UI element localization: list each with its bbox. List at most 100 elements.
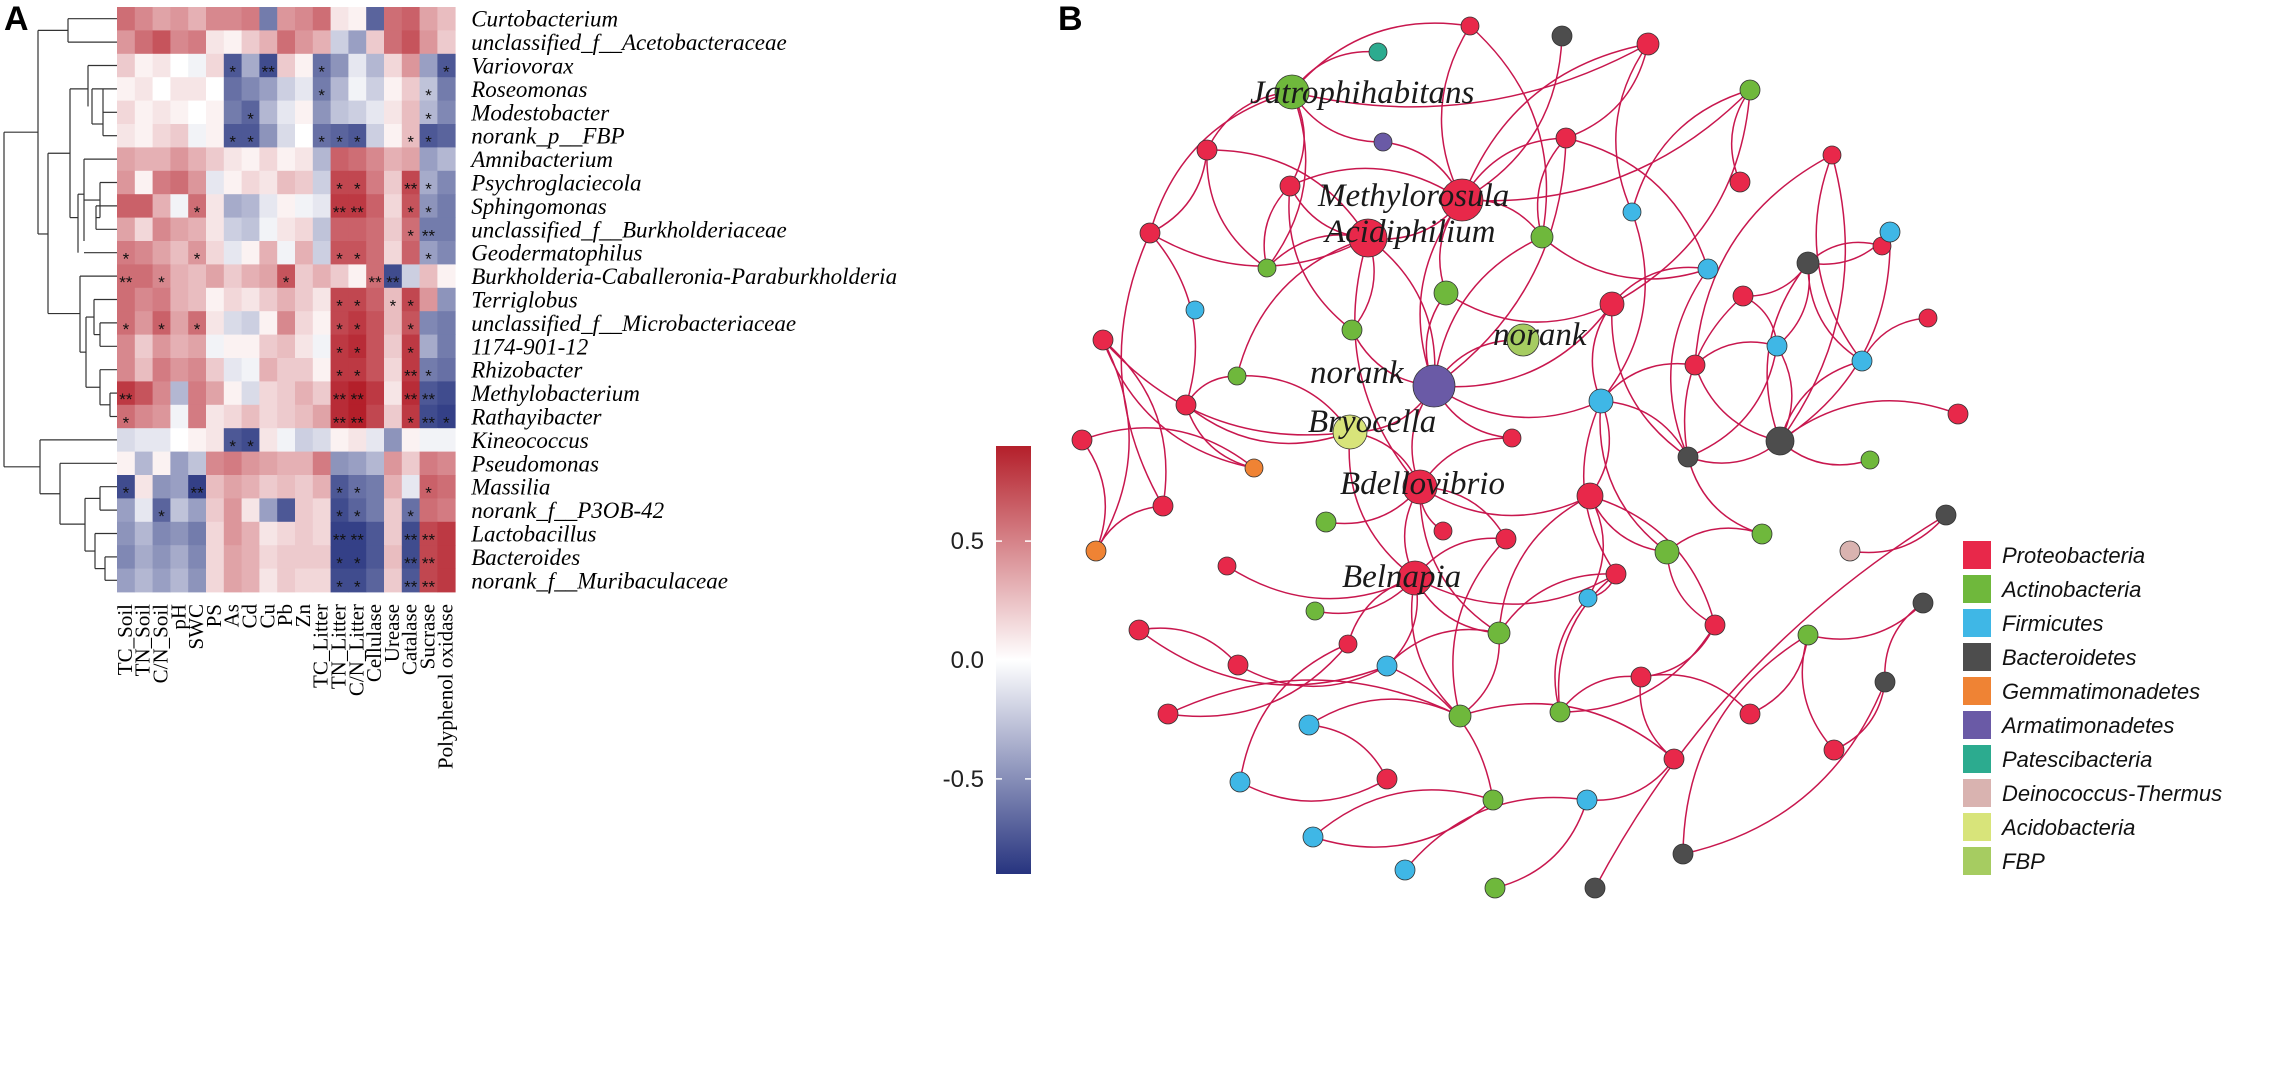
heatmap-cell [152, 475, 171, 499]
significance-star: ** [404, 390, 418, 409]
heatmap-cell [117, 170, 136, 195]
network-edge [1102, 339, 1255, 469]
heatmap-cell [259, 100, 278, 125]
heatmap-cell [419, 77, 438, 101]
heatmap-cell [188, 264, 207, 289]
row-label: Curtobacterium [471, 7, 618, 32]
legend-swatch [1963, 677, 1991, 705]
network-node [1605, 563, 1627, 585]
significance-star: * [443, 63, 450, 82]
heatmap-cell [259, 428, 278, 452]
legend-swatch [1963, 643, 1991, 671]
phylum-legend: ProteobacteriaActinobacteriaFirmicutesBa… [1963, 541, 2222, 875]
network-edge [1263, 185, 1291, 269]
network-node [1448, 704, 1472, 728]
heatmap-cell [117, 311, 136, 335]
row-label: unclassified_f__Burkholderiaceae [471, 217, 787, 242]
heatmap-cell [312, 498, 331, 523]
heatmap-cell [134, 77, 153, 101]
heatmap-cell [152, 451, 171, 476]
network-node [1874, 671, 1896, 693]
heatmap-cell [401, 147, 420, 172]
heatmap-cell [384, 241, 403, 265]
heatmap-cell [419, 100, 438, 125]
heatmap-cell [295, 568, 314, 593]
heatmap-cell [170, 100, 189, 125]
heatmap-cell [366, 30, 385, 55]
heatmap-cell [401, 381, 420, 406]
significance-star: * [123, 484, 130, 503]
significance-star: * [336, 507, 343, 526]
heatmap-cell [152, 53, 171, 78]
heatmap-cell [384, 170, 403, 195]
heatmap-cell [366, 521, 385, 546]
significance-star: * [354, 180, 361, 199]
heatmap-cell [437, 30, 456, 55]
heatmap-cell [188, 428, 207, 452]
heatmap-cell [295, 77, 314, 101]
heatmap-cell [348, 381, 367, 406]
heatmap-cell [330, 311, 349, 335]
row-label: Roseomonas [470, 77, 587, 102]
heatmap-cell [312, 241, 331, 265]
network-node [1196, 139, 1218, 161]
heatmap-cell [259, 381, 278, 406]
network-edge [1461, 89, 1751, 202]
significance-star: * [318, 133, 325, 152]
network-edge [1666, 527, 1763, 553]
legend-label: Bacteroidetes [2002, 645, 2137, 670]
significance-star: * [354, 484, 361, 503]
heatmap-cell [241, 381, 260, 406]
row-label: Rhizobacter [470, 358, 583, 383]
heatmap-cell [366, 287, 385, 312]
network-node [1397, 560, 1433, 596]
heatmap-cell [348, 451, 367, 476]
heatmap-cell [312, 451, 331, 476]
heatmap-cell [206, 381, 225, 406]
heatmap-cell [117, 7, 136, 31]
column-label: Cu [255, 604, 279, 629]
heatmap-cell [188, 30, 207, 55]
heatmap-cell [134, 311, 153, 335]
heatmap-cell [152, 264, 171, 289]
heatmap-cell [134, 381, 153, 406]
column-label: TN_Litter [327, 604, 351, 689]
heatmap-cell [188, 53, 207, 78]
heatmap-cell [437, 428, 456, 452]
heatmap-cell [241, 124, 260, 148]
heatmap-cell [401, 498, 420, 523]
significance-star: ** [404, 531, 418, 550]
heatmap-cell [437, 241, 456, 265]
node-label-bryocella: Bryocella [1308, 404, 1436, 440]
heatmap-cell [384, 451, 403, 476]
heatmap-cell [259, 404, 278, 429]
heatmap-cell [419, 334, 438, 359]
network-edge [1445, 292, 1613, 323]
heatmap-cell [366, 568, 385, 593]
heatmap-cell [206, 100, 225, 125]
heatmap-cell [384, 264, 403, 289]
heatmap-cell [170, 124, 189, 148]
network-edge [1120, 232, 1164, 507]
heatmap-cell [312, 170, 331, 195]
significance-star: * [336, 133, 343, 152]
significance-star: * [336, 554, 343, 573]
column-label: Zn [291, 604, 315, 628]
heatmap-cell [188, 358, 207, 382]
heatmap-cell [241, 170, 260, 195]
row-label: 1174-901-12 [471, 334, 588, 359]
network-node [1373, 132, 1393, 152]
heatmap-cell [277, 170, 296, 195]
heatmap-cell [437, 147, 456, 172]
network-node [1185, 300, 1205, 320]
heatmap-cell [241, 498, 260, 523]
network-edge [1414, 573, 1617, 605]
row-label: Pseudomonas [470, 451, 599, 476]
network-node [1578, 588, 1598, 608]
heatmap-cell [277, 428, 296, 452]
legend-swatch [1963, 541, 1991, 569]
network-node [1332, 414, 1368, 450]
heatmap-cell [117, 475, 136, 499]
heatmap-cell [312, 311, 331, 335]
heatmap-cell [295, 334, 314, 359]
